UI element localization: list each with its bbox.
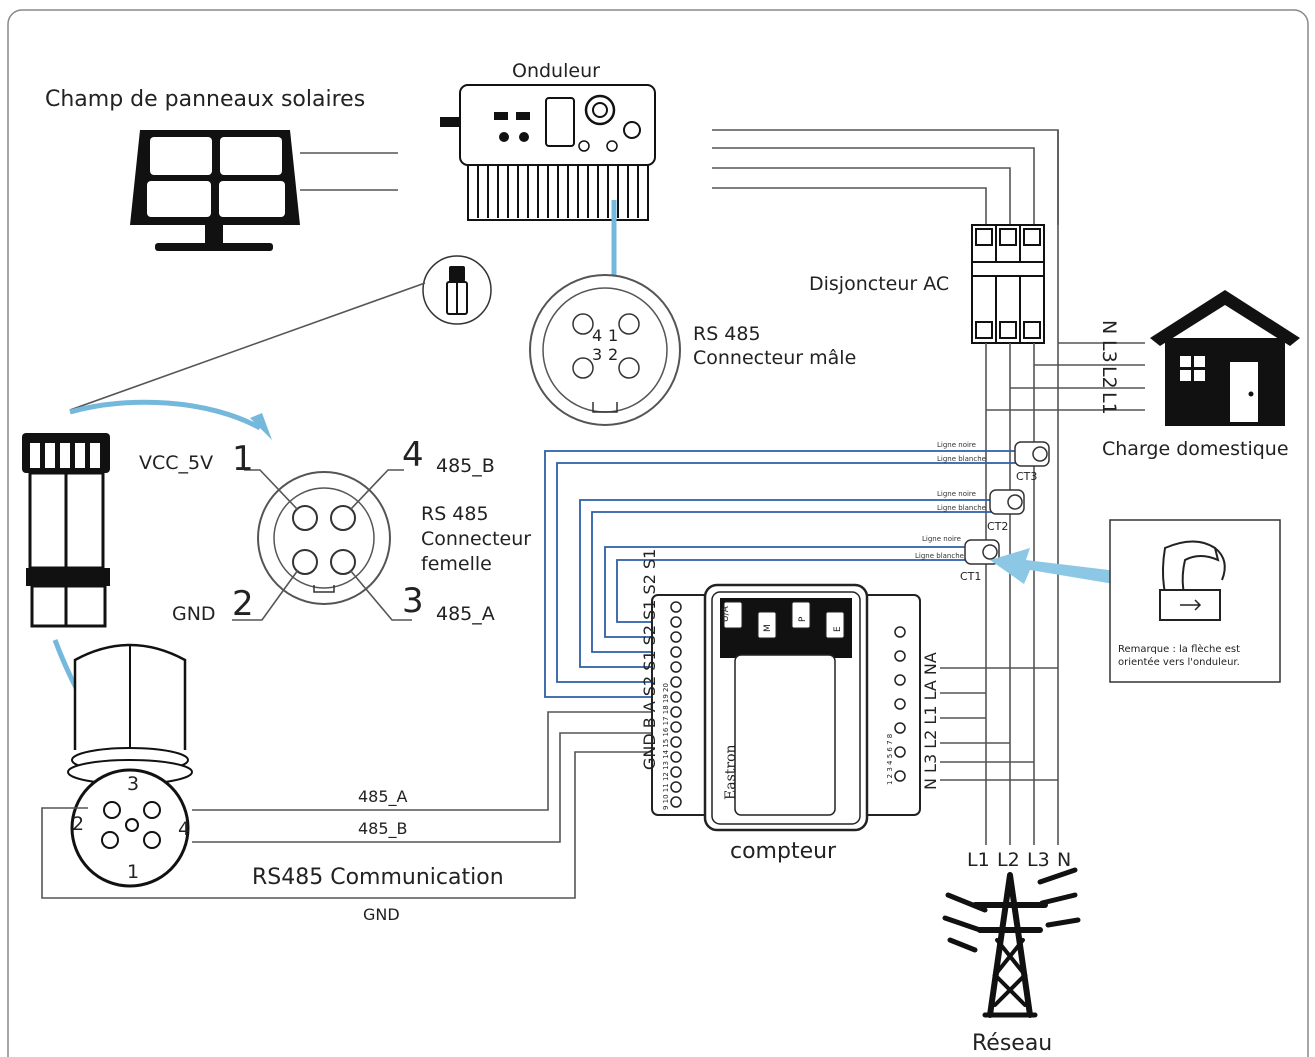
grid-line-l2: L2 bbox=[997, 849, 1020, 871]
frame bbox=[7, 9, 1309, 1057]
inverter-ac-wires bbox=[712, 129, 1059, 225]
ct1-label: CT1 bbox=[960, 570, 981, 583]
meter-button-p-label: P bbox=[798, 616, 808, 622]
house-line-l3: L3 bbox=[1098, 340, 1120, 363]
meter-bottom-terminal-labels: N L3 L2 L1 LA NA bbox=[921, 652, 940, 790]
meter-button-e-label: E bbox=[833, 626, 843, 632]
pin-label-gnd: GND bbox=[172, 603, 216, 625]
male-pin-4: 4 bbox=[592, 326, 602, 345]
rs485-female-connector-icon bbox=[257, 471, 391, 605]
communication-label: RS485 Communication bbox=[252, 865, 504, 890]
pin-label-485b: 485_B bbox=[436, 455, 495, 477]
inverter-label: Onduleur bbox=[512, 60, 600, 82]
ct3-white-label: Ligne blanche bbox=[937, 455, 986, 463]
round-pin-2: 2 bbox=[72, 813, 84, 835]
ct1-clamp-icon bbox=[964, 539, 1000, 565]
arrow-to-female-connector bbox=[69, 399, 262, 431]
rs485-female-label-1: RS 485 bbox=[421, 503, 489, 525]
meter-label: compteur bbox=[730, 839, 837, 864]
house-line-l1: L1 bbox=[1098, 392, 1120, 415]
pin-label-vcc: VCC_5V bbox=[139, 452, 213, 474]
meter-bottom-terminal-numbers: 1 2 3 4 5 6 7 8 bbox=[886, 734, 894, 785]
note-text-2: orientée vers l'onduleur. bbox=[1118, 656, 1240, 668]
meter-button-p[interactable] bbox=[791, 601, 811, 629]
ct2-clamp-icon bbox=[989, 489, 1025, 515]
meter-button-e[interactable] bbox=[825, 611, 845, 639]
inverter-icon bbox=[440, 84, 656, 221]
pin-number-1: 1 bbox=[232, 439, 254, 479]
ct2-label: CT2 bbox=[987, 520, 1008, 533]
wire-label-485b: 485_B bbox=[358, 819, 408, 839]
ct1-white-label: Ligne blanche bbox=[915, 552, 964, 560]
pin-number-4: 4 bbox=[402, 435, 424, 475]
house-load-lines bbox=[986, 342, 1145, 411]
plug-icon bbox=[422, 255, 492, 325]
plug-leader-line bbox=[69, 282, 426, 411]
power-pylon-icon bbox=[942, 867, 1081, 1018]
note-text-1: Remarque : la flèche est bbox=[1118, 643, 1240, 655]
pin-number-2: 2 bbox=[232, 584, 254, 624]
grid-line-l1: L1 bbox=[967, 849, 990, 871]
ct3-clamp-icon bbox=[1014, 441, 1050, 467]
female-pin-leaders bbox=[232, 469, 412, 621]
wire-label-485a: 485_A bbox=[358, 787, 408, 807]
solar-panel-icon bbox=[130, 130, 300, 251]
rs485-wires bbox=[41, 711, 655, 899]
ct-clamp-detail-icon bbox=[1159, 540, 1226, 622]
rs485-female-label-2: Connecteur bbox=[421, 528, 531, 550]
grid-line-n: N bbox=[1057, 849, 1071, 871]
meter-top-terminal-labels: GND B A S2 S1 S2 S1 S2 S1 bbox=[640, 549, 659, 770]
rs485-male-connector-icon bbox=[529, 274, 681, 426]
meter-icon bbox=[651, 583, 921, 832]
male-pin-2: 2 bbox=[608, 345, 618, 364]
house-line-l2: L2 bbox=[1098, 366, 1120, 389]
ac-breaker-icon bbox=[971, 224, 1045, 344]
meter-right-terminals bbox=[894, 626, 906, 782]
rs485-male-label-1: RS 485 bbox=[693, 323, 761, 345]
meter-button-ua[interactable] bbox=[723, 601, 743, 629]
meter-phase-connections bbox=[940, 667, 1058, 781]
male-pin-3: 3 bbox=[592, 345, 602, 364]
round-pin-3: 3 bbox=[127, 773, 139, 795]
pin-number-3: 3 bbox=[402, 581, 424, 621]
ct2-black-label: Ligne noire bbox=[937, 490, 976, 498]
load-label: Charge domestique bbox=[1102, 438, 1289, 460]
ct3-label: CT3 bbox=[1016, 470, 1037, 483]
breaker-label: Disjoncteur AC bbox=[809, 273, 949, 295]
meter-button-ua-label: U/A bbox=[721, 605, 731, 622]
grid-line-l3: L3 bbox=[1027, 849, 1050, 871]
round-pin-4: 4 bbox=[178, 818, 190, 840]
rs485-female-label-3: femelle bbox=[421, 553, 492, 575]
house-line-n: N bbox=[1098, 320, 1120, 334]
meter-button-m-label: M bbox=[763, 624, 773, 632]
round-connector-icon bbox=[67, 643, 193, 888]
ct1-black-label: Ligne noire bbox=[922, 535, 961, 543]
ct3-black-label: Ligne noire bbox=[937, 441, 976, 449]
meter-button-m[interactable] bbox=[757, 611, 777, 639]
ct-wires bbox=[544, 450, 1020, 698]
connector-cable-icon bbox=[22, 433, 110, 628]
male-pin-1: 1 bbox=[608, 326, 618, 345]
round-pin-1: 1 bbox=[127, 861, 139, 883]
rs485-male-label-2: Connecteur mâle bbox=[693, 347, 856, 369]
house-icon bbox=[1150, 290, 1300, 426]
ct2-white-label: Ligne blanche bbox=[937, 504, 986, 512]
pin-label-485a: 485_A bbox=[436, 603, 495, 625]
wire-label-gnd: GND bbox=[363, 905, 400, 924]
solar-label: Champ de panneaux solaires bbox=[45, 87, 365, 112]
grid-label: Réseau bbox=[972, 1031, 1052, 1056]
meter-left-terminals bbox=[670, 601, 682, 808]
meter-top-terminal-numbers: 9 10 11 12 13 14 15 16 17 18 19 20 bbox=[662, 683, 670, 810]
meter-brand: Eastron bbox=[723, 744, 739, 800]
